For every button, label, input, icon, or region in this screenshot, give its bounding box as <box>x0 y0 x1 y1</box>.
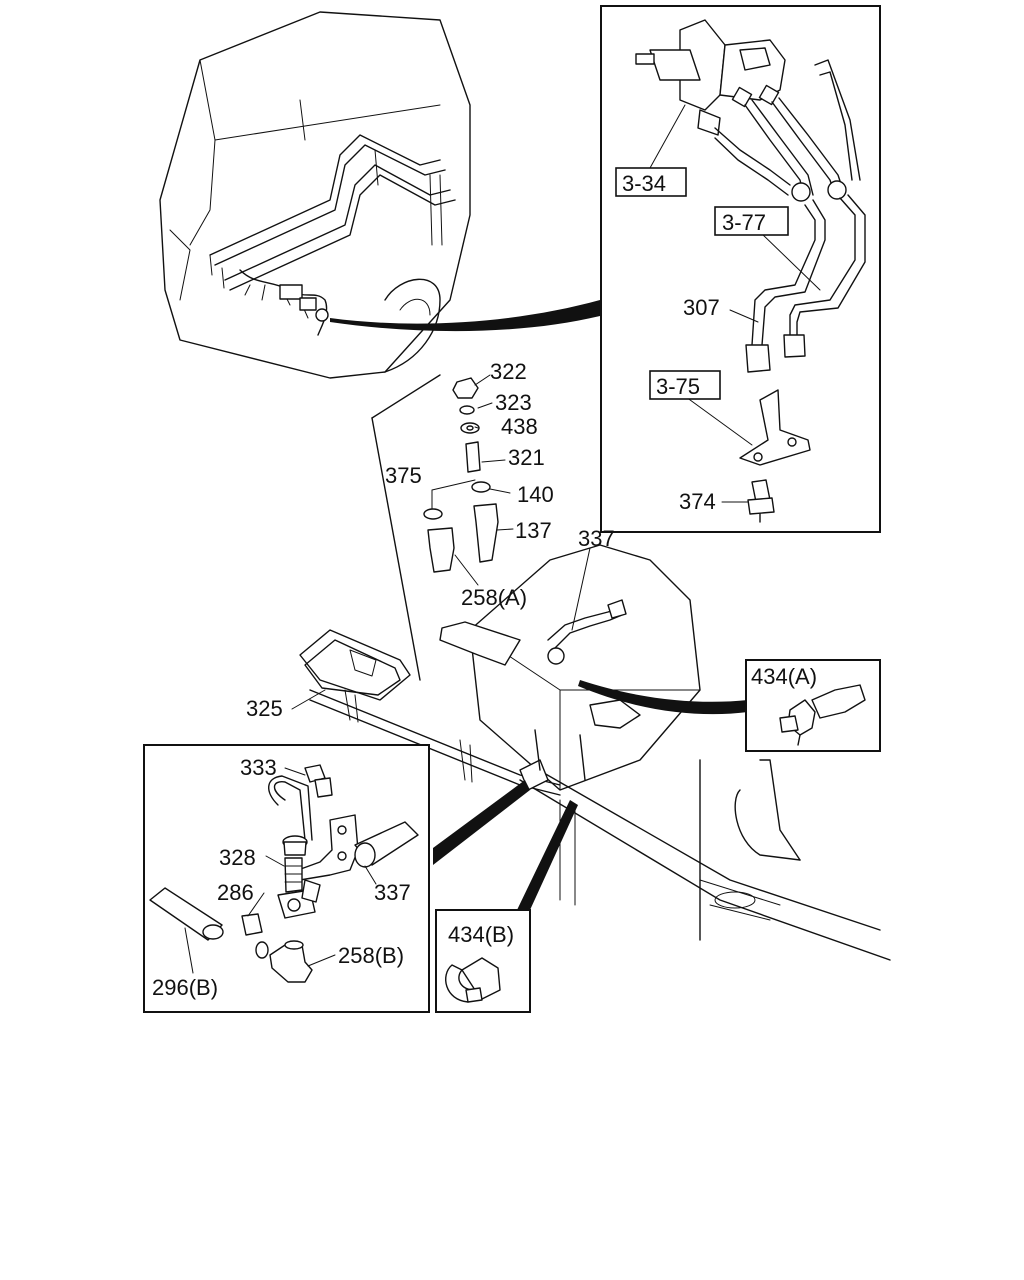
inset-clip-434a <box>745 659 881 752</box>
callout-333: 333 <box>240 755 277 780</box>
callout-3-75: 3-75 <box>656 374 700 399</box>
leader-wedge-434b <box>517 800 578 910</box>
callout-labels: 3-34 3-77 307 3-75 374 322 323 438 321 1… <box>152 167 817 1000</box>
callout-337-inset: 337 <box>374 880 411 905</box>
truck-cab-illustration <box>159 11 471 379</box>
callout-296b: 296(B) <box>152 975 218 1000</box>
leader-wedge-inset-left <box>433 780 530 865</box>
inset-clip-434b <box>435 909 531 1013</box>
callout-438: 438 <box>501 414 538 439</box>
callout-3-77: 3-77 <box>722 210 766 235</box>
callout-140: 140 <box>517 482 554 507</box>
callout-box-3-77 <box>714 206 789 236</box>
callout-434b: 434(B) <box>448 922 514 947</box>
main-assembly-illustration <box>299 374 891 961</box>
callout-322: 322 <box>490 359 527 384</box>
callout-434a: 434(A) <box>751 664 817 689</box>
callout-307: 307 <box>683 295 720 320</box>
callout-258b: 258(B) <box>338 943 404 968</box>
callout-328: 328 <box>219 845 256 870</box>
callout-286: 286 <box>217 880 254 905</box>
inset-injection-pump <box>600 5 881 533</box>
callout-box-3-34 <box>615 167 687 197</box>
callout-375: 375 <box>385 463 422 488</box>
callout-323: 323 <box>495 390 532 415</box>
callout-321: 321 <box>508 445 545 470</box>
callout-337-top: 337 <box>578 526 615 551</box>
callout-137: 137 <box>515 518 552 543</box>
callout-258a: 258(A) <box>461 585 527 610</box>
callout-374: 374 <box>679 489 716 514</box>
leader-lines <box>184 104 821 974</box>
leader-wedge-top <box>330 300 600 332</box>
callout-box-3-75 <box>649 370 721 400</box>
inset-fuel-fittings <box>143 744 430 1013</box>
callout-325: 325 <box>246 696 283 721</box>
callout-3-34: 3-34 <box>622 171 666 196</box>
leader-wedge-434a <box>578 680 748 715</box>
